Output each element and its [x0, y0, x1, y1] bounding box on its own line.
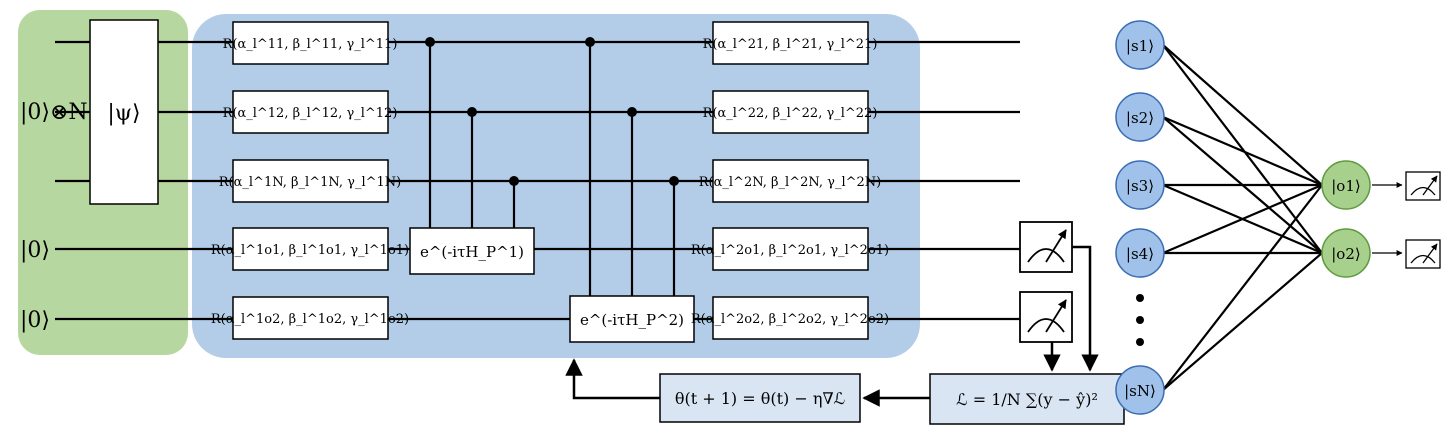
input-label-ancilla-1: |0⟩: [20, 238, 50, 263]
output-node-label-1: |o1⟩: [1331, 177, 1360, 195]
layer1-gate-1: R(α_l^11, β_l^11, γ_l^11): [223, 37, 398, 52]
input-node-label-4: |s4⟩: [1126, 245, 1154, 263]
loss-box: [929, 373, 1125, 425]
input-node-label-3: |s3⟩: [1126, 177, 1154, 195]
meter-icon: [1019, 291, 1073, 343]
feedback-arrows: [565, 245, 1099, 407]
layer1-gate-2: R(α_l^12, β_l^12, γ_l^12): [223, 106, 398, 121]
meter-icon: [1405, 239, 1441, 269]
output-node-label-2: |o2⟩: [1331, 245, 1360, 263]
evolution-box-2: [569, 295, 695, 343]
output-nodes: [1321, 160, 1371, 278]
evolution-label-2: e^(-iτH_P^2): [580, 311, 684, 329]
layer2-gate-4: R(α_l^2o1, β_l^2o1, γ_l^2o1): [691, 243, 889, 258]
input-label-register: |0⟩⊗N: [20, 100, 88, 125]
input-node-label-1: |s1⟩: [1126, 37, 1154, 55]
input-node-label-N: |sN⟩: [1124, 382, 1156, 400]
layer1-gates: [232, 21, 389, 340]
control-lines: [428, 42, 676, 296]
update-formula: θ(t + 1) = θ(t) − η∇ℒ: [675, 389, 845, 408]
meter-icon: [1019, 221, 1073, 273]
layer2-gate-2: R(α_l^22, β_l^22, γ_l^22): [703, 106, 878, 121]
layer2-gate-1: R(α_l^21, β_l^21, γ_l^21): [703, 37, 878, 52]
control-dots: [425, 37, 679, 186]
evolution-box-1: [409, 227, 535, 275]
input-node-label-2: |s2⟩: [1126, 109, 1154, 127]
layer1-gate-3: R(α_l^1N, β_l^1N, γ_l^1N): [219, 175, 401, 190]
update-box: [659, 373, 861, 423]
loss-formula: ℒ = 1/N ∑(y − ŷ)²: [956, 390, 1098, 409]
input-label-ancilla-2: |0⟩: [20, 308, 50, 333]
state-prep-label: |ψ⟩: [107, 101, 140, 126]
layer1-gate-4: R(α_l^1o1, β_l^1o1, γ_l^1o1): [211, 243, 409, 258]
layer2-gate-3: R(α_l^2N, β_l^2N, γ_l^2N): [699, 175, 881, 190]
output-arrows: [1372, 182, 1403, 256]
network-edges: [1162, 44, 1323, 391]
state-prep-box: [89, 19, 159, 205]
input-nodes: [1115, 20, 1165, 415]
layer2-gates: [712, 21, 869, 340]
evolution-label-1: e^(-iτH_P^1): [420, 243, 524, 261]
ellipsis-dots: [1136, 294, 1144, 346]
layer2-gate-5: R(α_l^2o2, β_l^2o2, γ_l^2o2): [691, 312, 889, 327]
meter-icon: [1405, 171, 1441, 201]
layer1-gate-5: R(α_l^1o2, β_l^1o2, γ_l^1o2): [211, 312, 409, 327]
